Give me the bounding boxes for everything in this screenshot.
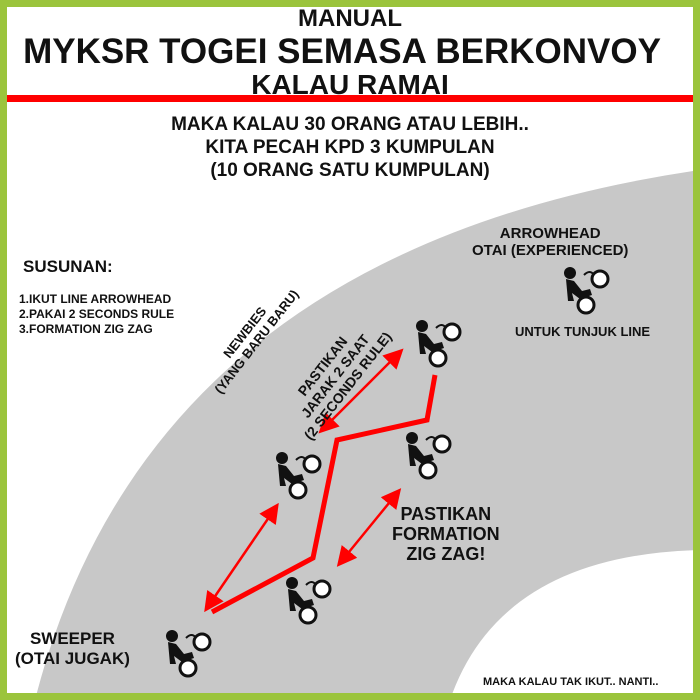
title-subtitle: KALAU RAMAI xyxy=(251,69,449,100)
header-divider xyxy=(7,95,693,102)
arrowhead-label: ARROWHEAD OTAI (EXPERIENCED) xyxy=(472,225,628,259)
intro-line: (10 ORANG SATU KUMPULAN) xyxy=(210,160,490,181)
label-line: FORMATION xyxy=(392,524,500,544)
intro-line: MAKA KALAU 30 ORANG ATAU LEBIH.. xyxy=(171,114,529,135)
intro-line: KITA PECAH KPD 3 KUMPULAN xyxy=(205,137,495,158)
zigzag-line xyxy=(210,374,438,615)
title-manual: MANUAL xyxy=(298,5,402,32)
label-line: OTAI (EXPERIENCED) xyxy=(472,242,629,259)
distance-arrow xyxy=(318,348,404,434)
label-line: PASTIKAN xyxy=(400,504,492,524)
zigzag-label: PASTIKAN FORMATION ZIG ZAG! xyxy=(392,504,500,564)
sweeper-label: SWEEPER (OTAI JUGAK) xyxy=(15,629,130,669)
list-item: 1.IKUT LINE ARROWHEAD xyxy=(19,292,172,306)
page-title: MYKSR TOGEI SEMASA BERKONVOY xyxy=(23,32,661,71)
distance-arrow xyxy=(336,488,402,567)
susunan-title: SUSUNAN: xyxy=(23,257,113,276)
intro-text: MAKA KALAU 30 ORANG ATAU LEBIH.. KITA PE… xyxy=(7,113,693,182)
list-item: 3.FORMATION ZIG ZAG xyxy=(19,322,153,336)
susunan-list: 1.IKUT LINE ARROWHEAD 2.PAKAI 2 SECONDS … xyxy=(19,292,174,337)
arrowhead-note: UNTUK TUNJUK LINE xyxy=(515,324,651,339)
label-line: SWEEPER xyxy=(29,629,115,648)
list-item: 2.PAKAI 2 SECONDS RULE xyxy=(19,307,175,321)
label-line: (OTAI JUGAK) xyxy=(15,649,130,668)
distance-arrow xyxy=(204,502,279,613)
footer-note: MAKA KALAU TAK IKUT.. NANTI.. xyxy=(483,676,659,688)
label-line: ARROWHEAD xyxy=(499,225,601,242)
label-line: ZIG ZAG! xyxy=(406,544,486,564)
